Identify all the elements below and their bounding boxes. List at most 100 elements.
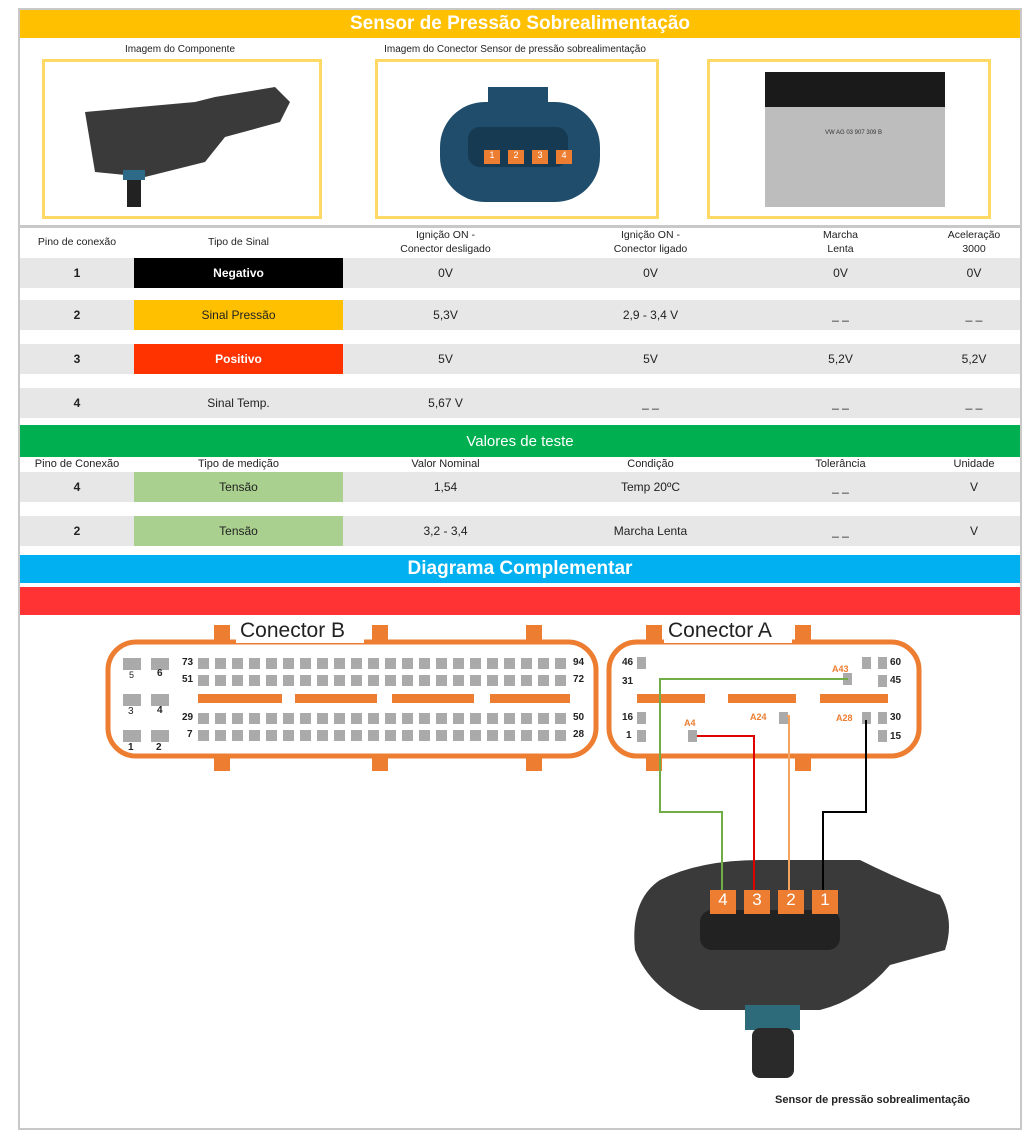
signal-type: Sinal Temp.	[134, 388, 343, 418]
connector-b-pin	[402, 675, 413, 686]
pin-label: 3	[532, 150, 548, 164]
unit: V	[969, 524, 978, 538]
test-row: 2 Tensão 3,2 - 3,4 Marcha Lenta _ _ V	[20, 516, 1020, 546]
pin-label: 5	[129, 670, 135, 680]
condition: Temp 20ºC	[620, 480, 681, 494]
connector-b-pin	[300, 658, 311, 669]
header-accel: Aceleração 3000	[947, 229, 1001, 255]
pin-label: 46	[622, 657, 634, 668]
connector-b-pin	[521, 675, 532, 686]
connector-b-pin	[436, 713, 447, 724]
connector-b-pin	[232, 730, 243, 741]
measure-type: Tensão	[134, 472, 343, 502]
signal-type: Sinal Pressão	[134, 300, 343, 330]
connector-b-pin	[402, 730, 413, 741]
header-ign-off: Ignição ON - Conector desligado	[400, 229, 491, 255]
connector-b-pin	[487, 730, 498, 741]
connector-b-pin	[283, 658, 294, 669]
connector-b-pin	[249, 658, 260, 669]
connector-b-pin	[300, 675, 311, 686]
connector-b-pin	[266, 675, 277, 686]
connector-b-pin	[419, 713, 430, 724]
pin-label: 28	[573, 729, 585, 740]
page-frame	[18, 8, 1022, 1130]
connector-b-pin	[402, 713, 413, 724]
connector-b-pin	[385, 713, 396, 724]
connector-b-pin	[470, 730, 481, 741]
connector-b-pin	[538, 730, 549, 741]
connector-b-pin	[368, 730, 379, 741]
pin-label: 50	[573, 712, 585, 723]
pin-number: 1	[73, 266, 81, 280]
connector-b-pin	[555, 713, 566, 724]
pin-number: 3	[73, 352, 81, 366]
connector-b-pin	[283, 675, 294, 686]
connector-b-pin	[538, 713, 549, 724]
header-idle: Marcha Lenta	[822, 229, 858, 255]
pin-label: 94	[573, 657, 585, 668]
pin-a43-label: A43	[832, 664, 849, 674]
connector-b-pin	[317, 658, 328, 669]
value-ign-off: 5,67 V	[428, 396, 463, 410]
pin-label: 29	[182, 712, 194, 723]
connector-b-pin	[266, 730, 277, 741]
connector-b-pin	[198, 658, 209, 669]
connector-b-pin	[317, 713, 328, 724]
pin-label: 51	[182, 674, 194, 685]
connector-b-pin	[470, 658, 481, 669]
sensor-pin-label: 2	[778, 890, 804, 914]
connector-b-pin	[317, 675, 328, 686]
pin-label: 2	[508, 150, 524, 164]
connector-b-pin	[198, 713, 209, 724]
value-ign-off: 5V	[438, 352, 453, 366]
connector-b-pin	[470, 675, 481, 686]
connector-b-pin	[487, 675, 498, 686]
connector-b-pin	[300, 713, 311, 724]
sensor-caption: Sensor de pressão sobrealimentação	[775, 1094, 971, 1106]
connector-b-pin	[249, 730, 260, 741]
connector-image: 1 2 3 4	[375, 59, 659, 219]
sensor-pin-label: 3	[744, 890, 770, 914]
connector-b-pin	[351, 730, 362, 741]
pin-label: 16	[622, 712, 634, 723]
pin-label: 15	[890, 731, 902, 742]
connector-b-pin	[300, 730, 311, 741]
connector-b-pin	[368, 675, 379, 686]
connector-b-pin	[385, 658, 396, 669]
value-idle: _ _	[832, 308, 849, 322]
connector-b-pin	[385, 675, 396, 686]
value-ign-off: 5,3V	[433, 308, 458, 322]
pin-label: 1	[626, 730, 632, 741]
connector-b-pin	[419, 675, 430, 686]
divider	[20, 225, 1020, 228]
pin-label: 1	[484, 150, 500, 164]
connector-b-pin	[351, 658, 362, 669]
connector-b-pin	[470, 713, 481, 724]
page-title: Sensor de Pressão Sobrealimentação	[20, 10, 1020, 38]
test-header-unit: Unidade	[953, 458, 995, 470]
connector-b-pin	[555, 730, 566, 741]
pin-label: 72	[573, 674, 585, 685]
connector-b-pin	[266, 713, 277, 724]
connector-b-pin	[402, 658, 413, 669]
value-ign-on: 0V	[643, 266, 658, 280]
pin-a24-label: A24	[750, 712, 767, 722]
connector-b-pin	[232, 658, 243, 669]
pin-a4-label: A4	[684, 718, 696, 728]
connector-b-pin	[249, 713, 260, 724]
connector-b-pin	[215, 713, 226, 724]
measure-type: Tensão	[134, 516, 343, 546]
pin-label: 4	[556, 150, 572, 164]
value-ign-on: 5V	[643, 352, 658, 366]
pin-label: 45	[890, 675, 902, 686]
component-image	[42, 59, 322, 219]
signal-type: Positivo	[134, 344, 343, 374]
ecu-image: VW AG 03 907 309 B	[707, 59, 991, 219]
test-header-tolerance: Tolerância	[815, 458, 866, 470]
pin-number: 4	[73, 396, 81, 410]
connector-b-pin	[198, 730, 209, 741]
nominal-value: 1,54	[433, 480, 458, 494]
test-header-nominal: Valor Nominal	[411, 458, 480, 470]
value-ign-on: _ _	[642, 396, 659, 410]
